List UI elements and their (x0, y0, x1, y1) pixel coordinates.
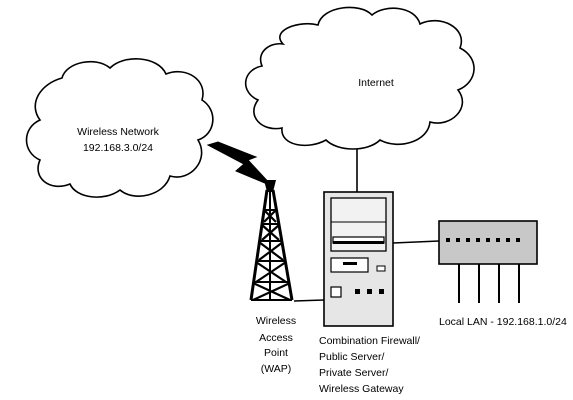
wireless-network-cloud: Wireless Network 192.168.3.0/24 (25, 58, 214, 198)
lightning-bolt-icon (206, 141, 273, 187)
wap-label-line2: Access (259, 332, 293, 344)
wireless-network-label: Wireless Network (77, 126, 159, 138)
server-label-line1: Combination Firewall/ (319, 335, 420, 347)
wap-tower-icon (249, 180, 294, 301)
server-label-line3: Private Server/ (319, 367, 389, 379)
internet-cloud: Internet (244, 6, 475, 150)
link-server-switch (392, 240, 440, 244)
server-label-line4: Wireless Gateway (319, 383, 404, 395)
network-switch-icon (438, 220, 538, 303)
local-lan-label: Local LAN - 192.168.1.0/24 (439, 316, 567, 328)
wireless-network-subnet: 192.168.3.0/24 (83, 142, 153, 154)
internet-label: Internet (358, 77, 394, 89)
wap-label-line1: Wireless (256, 315, 296, 327)
server-icon (323, 191, 394, 327)
wap-label-line4: (WAP) (261, 363, 292, 375)
server-label-line2: Public Server/ (319, 351, 384, 363)
link-wap-server (293, 299, 325, 302)
wap-label-line3: Point (264, 347, 288, 359)
